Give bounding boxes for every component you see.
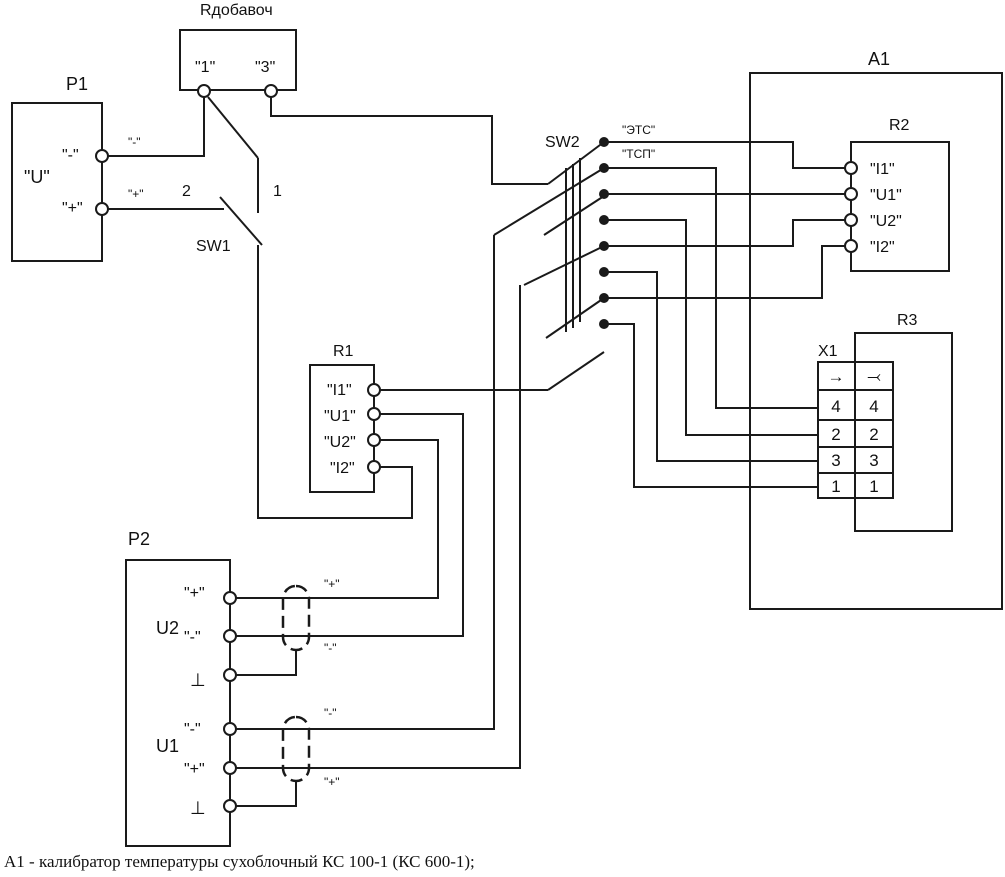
x1-cell: 1 xyxy=(831,477,840,496)
sw2-ets-label: "ЭТС" xyxy=(622,123,655,137)
x1-cell: 4 xyxy=(869,397,878,416)
a1-calibrator: A1 xyxy=(749,49,1003,610)
rdob-terminal-1-label: "1" xyxy=(195,59,215,76)
sw1-pos1-label: 1 xyxy=(273,183,282,200)
x1-header-left: → xyxy=(828,367,845,386)
p1-minus-label: "-" xyxy=(62,147,79,164)
x1-cell: 4 xyxy=(831,397,840,416)
p2-wire-u2-minus-label: "-" xyxy=(324,641,337,655)
wires xyxy=(108,96,846,807)
p2-u1-label: U1 xyxy=(156,736,179,756)
r2-label: R2 xyxy=(889,117,910,134)
r1-u1-label: "U1" xyxy=(324,408,356,425)
p1-wire-plus-label: "+" xyxy=(128,187,144,201)
p1-plus-label: "+" xyxy=(62,200,83,217)
r1-u2-label: "U2" xyxy=(324,434,356,451)
p2-ground-2-label: ⊥ xyxy=(190,798,206,818)
sw2-label: SW2 xyxy=(545,134,580,151)
r1-resistor: R1 "I1" "U1" "U2" "I2" xyxy=(309,343,375,493)
p1-wire-minus-label: "-" xyxy=(128,135,141,149)
x1-cell: 2 xyxy=(869,425,878,444)
x1-cell: 1 xyxy=(869,477,878,496)
r2-u1-label: "U1" xyxy=(870,187,902,204)
p2-meter: P2 U2 U1 "+" "-" ⊥ "-" "+" ⊥ xyxy=(125,529,231,847)
p2-wire-u1-plus-label: "+" xyxy=(324,775,340,789)
p1-u-label: "U" xyxy=(24,167,50,187)
p2-wire-u1-minus-label: "-" xyxy=(324,706,337,720)
r2-i1-label: "I1" xyxy=(870,161,895,178)
sw2-contacts xyxy=(599,137,609,329)
p2-u1-minus-label: "-" xyxy=(184,721,201,738)
rdob-terminal-3-label: "3" xyxy=(255,59,275,76)
sw1-pos2-label: 2 xyxy=(182,183,191,200)
r1-label: R1 xyxy=(333,343,354,360)
sw2-tsp-label: "ТСП" xyxy=(622,147,655,161)
p2-ground-1-label: ⊥ xyxy=(190,670,206,690)
a1-label: A1 xyxy=(868,49,890,69)
rdob-resistor: Rдобавоч "1" "3" xyxy=(179,2,297,91)
x1-header-right: ⤙ xyxy=(867,367,881,386)
sw1-switch: 2 1 SW1 xyxy=(182,183,282,255)
terminals xyxy=(95,84,858,813)
sw1-label: SW1 xyxy=(196,238,231,255)
x1-cell: 3 xyxy=(869,451,878,470)
wiring-diagram: Rдобавоч "1" "3" P1 "U" "-" "+" "-" "+" … xyxy=(11,2,1003,847)
x1-cell: 2 xyxy=(831,425,840,444)
p2-u2-label: U2 xyxy=(156,618,179,638)
r3-label: R3 xyxy=(897,312,918,329)
p1-label: P1 xyxy=(66,74,88,94)
r1-i2-label: "I2" xyxy=(330,460,355,477)
caption: А1 - калибратор температуры сухоблочный … xyxy=(4,852,475,871)
r1-i1-label: "I1" xyxy=(327,382,352,399)
r2-i2-label: "I2" xyxy=(870,239,895,256)
shield-u1 xyxy=(281,715,311,783)
p1-meter: P1 "U" "-" "+" xyxy=(11,74,103,262)
x1-label: X1 xyxy=(818,343,838,360)
x1-cell: 3 xyxy=(831,451,840,470)
shield-u2 xyxy=(281,584,311,652)
x1-connector: X1 → ⤙ 4 4 2 2 3 3 1 1 xyxy=(817,343,894,499)
p2-u1-plus-label: "+" xyxy=(184,761,205,778)
r2-sensor: R2 "I1" "U1" "U2" "I2" xyxy=(850,117,950,272)
p2-label: P2 xyxy=(128,529,150,549)
p2-wire-u2-plus-label: "+" xyxy=(324,577,340,591)
r2-u2-label: "U2" xyxy=(870,213,902,230)
rdob-label: Rдобавоч xyxy=(200,2,273,19)
sw2-switch: SW2 "ЭТС" "ТСП" xyxy=(545,123,655,161)
p2-u2-minus-label: "-" xyxy=(184,629,201,646)
p2-u2-plus-label: "+" xyxy=(184,585,205,602)
